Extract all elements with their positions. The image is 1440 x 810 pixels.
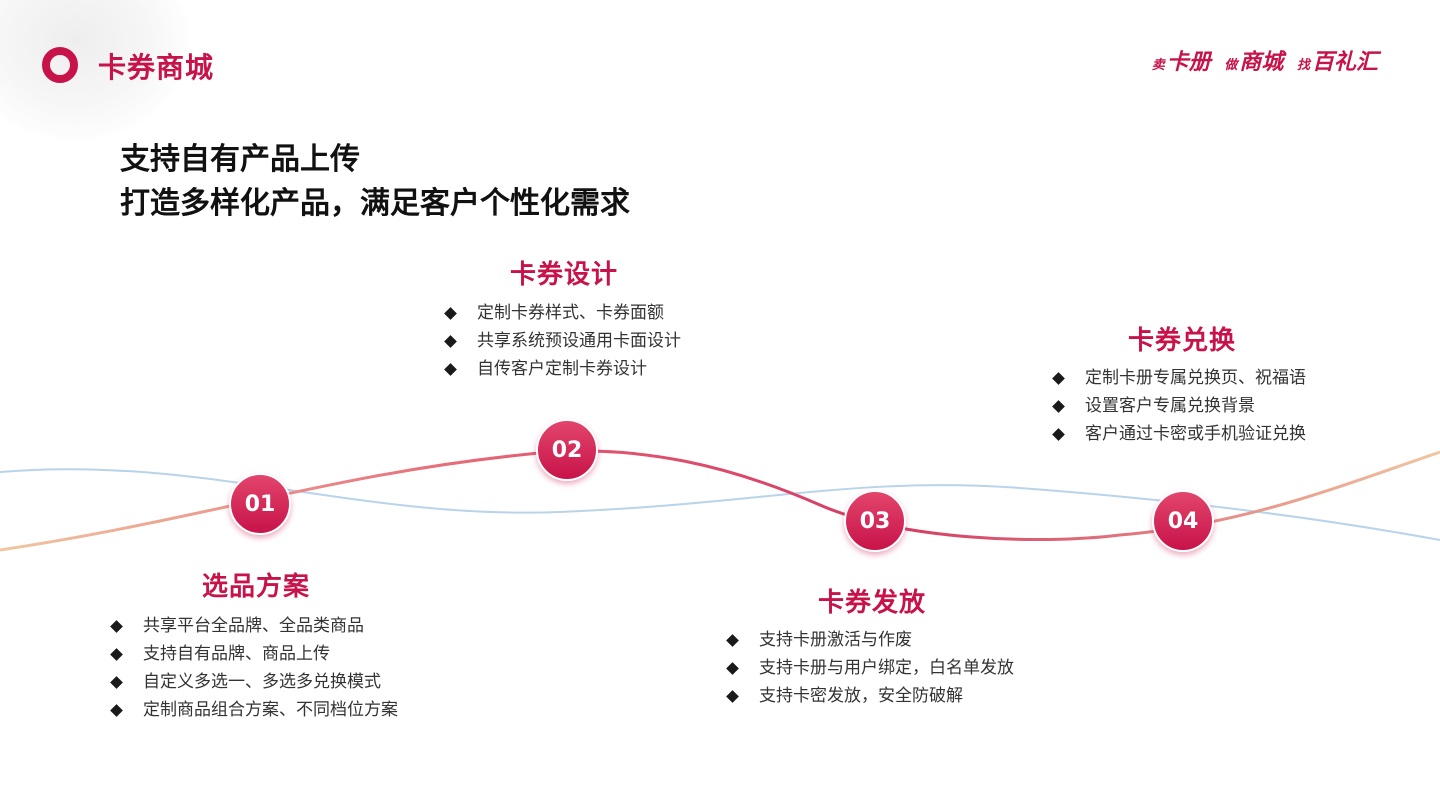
list-item-text: 自传客户定制卡券设计 (477, 359, 647, 379)
ring-icon (42, 47, 78, 83)
brand-slogan: 卖卡册 做商城 找百礼汇 (1144, 44, 1378, 76)
headline: 支持自有产品上传 打造多样化产品，满足客户个性化需求 (120, 138, 630, 226)
step-list-03: 支持卡册激活与作废 支持卡册与用户绑定，白名单发放 支持卡密发放，安全防破解 (726, 626, 1014, 710)
diamond-bullet-icon (726, 661, 739, 675)
step-title-01: 选品方案 (202, 572, 311, 602)
list-item-text: 支持卡册激活与作废 (759, 630, 912, 650)
list-item: 客户通过卡密或手机验证兑换 (1052, 420, 1306, 448)
step-list-01: 共享平台全品牌、全品类商品 支持自有品牌、商品上传 自定义多选一、多选多兑换模式… (110, 612, 398, 724)
step-title-03: 卡券发放 (818, 588, 927, 618)
step-list-02: 定制卡券样式、卡券面额 共享系统预设通用卡面设计 自传客户定制卡券设计 (444, 299, 681, 383)
step-node-03: 03 (844, 490, 906, 552)
list-item: 设置客户专属兑换背景 (1052, 392, 1306, 420)
list-item-text: 定制商品组合方案、不同档位方案 (143, 700, 398, 720)
brand-slogan-word-3: 百礼汇 (1311, 50, 1378, 75)
page-title: 卡券商城 (98, 51, 215, 84)
list-item-text: 支持卡密发放，安全防破解 (759, 686, 963, 706)
diamond-bullet-icon (1052, 371, 1065, 385)
diamond-bullet-icon (726, 689, 739, 703)
list-item-text: 定制卡券样式、卡券面额 (477, 303, 664, 323)
diamond-bullet-icon (1052, 427, 1065, 441)
brand-slogan-word-1: 卡册 (1166, 50, 1211, 75)
list-item-text: 客户通过卡密或手机验证兑换 (1085, 424, 1306, 444)
step-list-04: 定制卡册专属兑换页、祝福语 设置客户专属兑换背景 客户通过卡密或手机验证兑换 (1052, 364, 1306, 448)
list-item: 定制商品组合方案、不同档位方案 (110, 696, 398, 724)
brand-slogan-prefix-2: 做 (1224, 58, 1238, 73)
step-node-01: 01 (229, 473, 291, 535)
step-title-02: 卡券设计 (510, 260, 619, 290)
list-item: 自传客户定制卡券设计 (444, 355, 681, 383)
list-item-text: 共享系统预设通用卡面设计 (477, 331, 681, 351)
diamond-bullet-icon (110, 647, 123, 661)
list-item: 共享平台全品牌、全品类商品 (110, 612, 398, 640)
diamond-bullet-icon (110, 675, 123, 689)
main-wave (0, 449, 1440, 552)
list-item: 定制卡册专属兑换页、祝福语 (1052, 364, 1306, 392)
list-item-text: 设置客户专属兑换背景 (1085, 396, 1255, 416)
list-item: 定制卡券样式、卡券面额 (444, 299, 681, 327)
brand-slogan-prefix-1: 卖 (1151, 58, 1165, 73)
list-item: 支持卡册与用户绑定，白名单发放 (726, 654, 1014, 682)
diamond-bullet-icon (1052, 399, 1065, 413)
list-item-text: 自定义多选一、多选多兑换模式 (143, 672, 381, 692)
secondary-wave (0, 468, 1440, 541)
step-node-02: 02 (536, 419, 598, 481)
diamond-bullet-icon (110, 703, 123, 717)
list-item: 自定义多选一、多选多兑换模式 (110, 668, 398, 696)
list-item: 支持卡册激活与作废 (726, 626, 1014, 654)
brand-slogan-word-2: 商城 (1239, 50, 1284, 75)
diamond-bullet-icon (444, 334, 457, 348)
diamond-bullet-icon (444, 362, 457, 376)
list-item: 支持自有品牌、商品上传 (110, 640, 398, 668)
list-item-text: 支持自有品牌、商品上传 (143, 644, 330, 664)
headline-line-1: 支持自有产品上传 (120, 142, 360, 177)
diamond-bullet-icon (110, 619, 123, 633)
list-item: 支持卡密发放，安全防破解 (726, 682, 1014, 710)
brand-slogan-prefix-3: 找 (1296, 58, 1310, 73)
list-item-text: 支持卡册与用户绑定，白名单发放 (759, 658, 1014, 678)
list-item: 共享系统预设通用卡面设计 (444, 327, 681, 355)
diamond-bullet-icon (444, 306, 457, 320)
step-node-04: 04 (1152, 490, 1214, 552)
diamond-bullet-icon (726, 633, 739, 647)
headline-line-2: 打造多样化产品，满足客户个性化需求 (120, 186, 630, 221)
list-item-text: 共享平台全品牌、全品类商品 (143, 616, 364, 636)
list-item-text: 定制卡册专属兑换页、祝福语 (1085, 368, 1306, 388)
step-title-04: 卡券兑换 (1128, 326, 1237, 356)
